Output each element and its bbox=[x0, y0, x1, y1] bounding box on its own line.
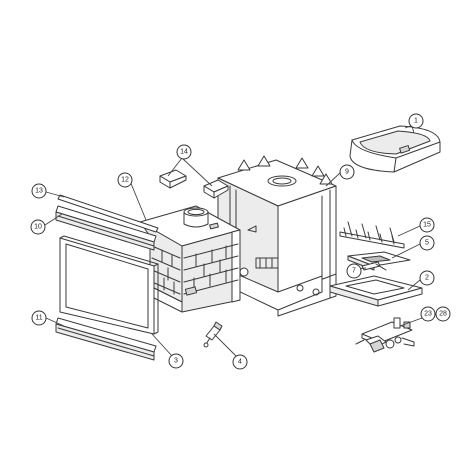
callout-11: 11 bbox=[31, 310, 47, 326]
part-burner-pan bbox=[329, 275, 423, 307]
part-brick-liner bbox=[139, 205, 241, 313]
part-ember-tray bbox=[347, 251, 411, 271]
callout-5: 5 bbox=[419, 235, 435, 251]
callout-28: 28 bbox=[435, 306, 451, 322]
part-pilot-assembly bbox=[203, 321, 223, 348]
part-top-trim bbox=[57, 194, 159, 233]
svg-text:7: 7 bbox=[352, 268, 356, 275]
callout-7: 7 bbox=[346, 263, 362, 279]
callout-9: 9 bbox=[339, 164, 355, 180]
callout-3: 3 bbox=[168, 353, 184, 369]
part-front-glass-door bbox=[59, 235, 159, 335]
part-log-grate bbox=[339, 221, 405, 249]
callout-15: 15 bbox=[419, 217, 435, 233]
svg-text:14: 14 bbox=[180, 149, 188, 156]
svg-text:28: 28 bbox=[439, 311, 447, 318]
callout-23: 23 bbox=[420, 306, 436, 322]
svg-text:9: 9 bbox=[345, 169, 349, 176]
callout-13: 13 bbox=[31, 183, 47, 199]
callout-14: 14 bbox=[176, 144, 192, 160]
callout-1: 1 bbox=[408, 113, 424, 129]
part-lower-louver bbox=[55, 317, 157, 361]
callout-12: 12 bbox=[117, 172, 133, 188]
svg-text:1: 1 bbox=[414, 118, 418, 125]
svg-text:3: 3 bbox=[174, 358, 178, 365]
part-gas-valve-assembly bbox=[355, 317, 415, 353]
svg-text:15: 15 bbox=[423, 222, 431, 229]
part-upper-louver bbox=[55, 205, 157, 251]
svg-text:12: 12 bbox=[121, 177, 129, 184]
part-brackets bbox=[159, 169, 229, 199]
callout-4: 4 bbox=[232, 354, 248, 370]
callout-10: 10 bbox=[30, 219, 46, 235]
svg-text:2: 2 bbox=[425, 275, 429, 282]
part-remote-control bbox=[349, 125, 441, 173]
svg-text:5: 5 bbox=[425, 240, 429, 247]
svg-text:13: 13 bbox=[35, 188, 43, 195]
svg-text:23: 23 bbox=[424, 311, 432, 318]
svg-text:11: 11 bbox=[35, 315, 42, 322]
svg-text:4: 4 bbox=[238, 359, 242, 366]
svg-text:10: 10 bbox=[34, 224, 42, 231]
callout-2: 2 bbox=[419, 270, 435, 286]
